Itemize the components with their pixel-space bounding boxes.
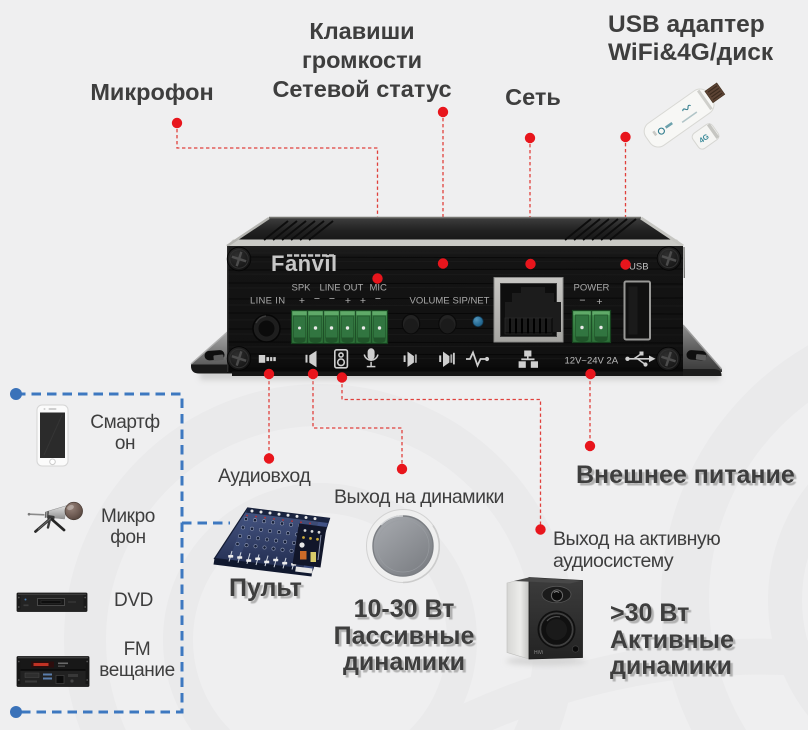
svg-text:−: −: [329, 293, 335, 305]
svg-text:+: +: [360, 295, 366, 307]
svg-text:LINE OUT: LINE OUT: [320, 283, 364, 294]
svg-text:VOLUME: VOLUME: [410, 296, 450, 307]
svg-text:POWER: POWER: [574, 283, 610, 294]
svg-text:SPK: SPK: [292, 283, 312, 294]
svg-text:+: +: [345, 295, 351, 307]
svg-text:+: +: [596, 296, 602, 308]
svg-text:−: −: [375, 293, 381, 305]
svg-text:USB: USB: [629, 262, 649, 273]
svg-text:LINE IN: LINE IN: [250, 296, 285, 307]
svg-text:HiVi: HiVi: [534, 650, 543, 656]
svg-text:−: −: [314, 293, 320, 305]
svg-text:+: +: [299, 295, 305, 307]
svg-text:−: −: [579, 295, 585, 307]
svg-text:SIP/NET: SIP/NET: [453, 296, 490, 307]
svg-text:MIC: MIC: [370, 283, 388, 294]
svg-text:12V~24V 2A: 12V~24V 2A: [565, 356, 619, 367]
